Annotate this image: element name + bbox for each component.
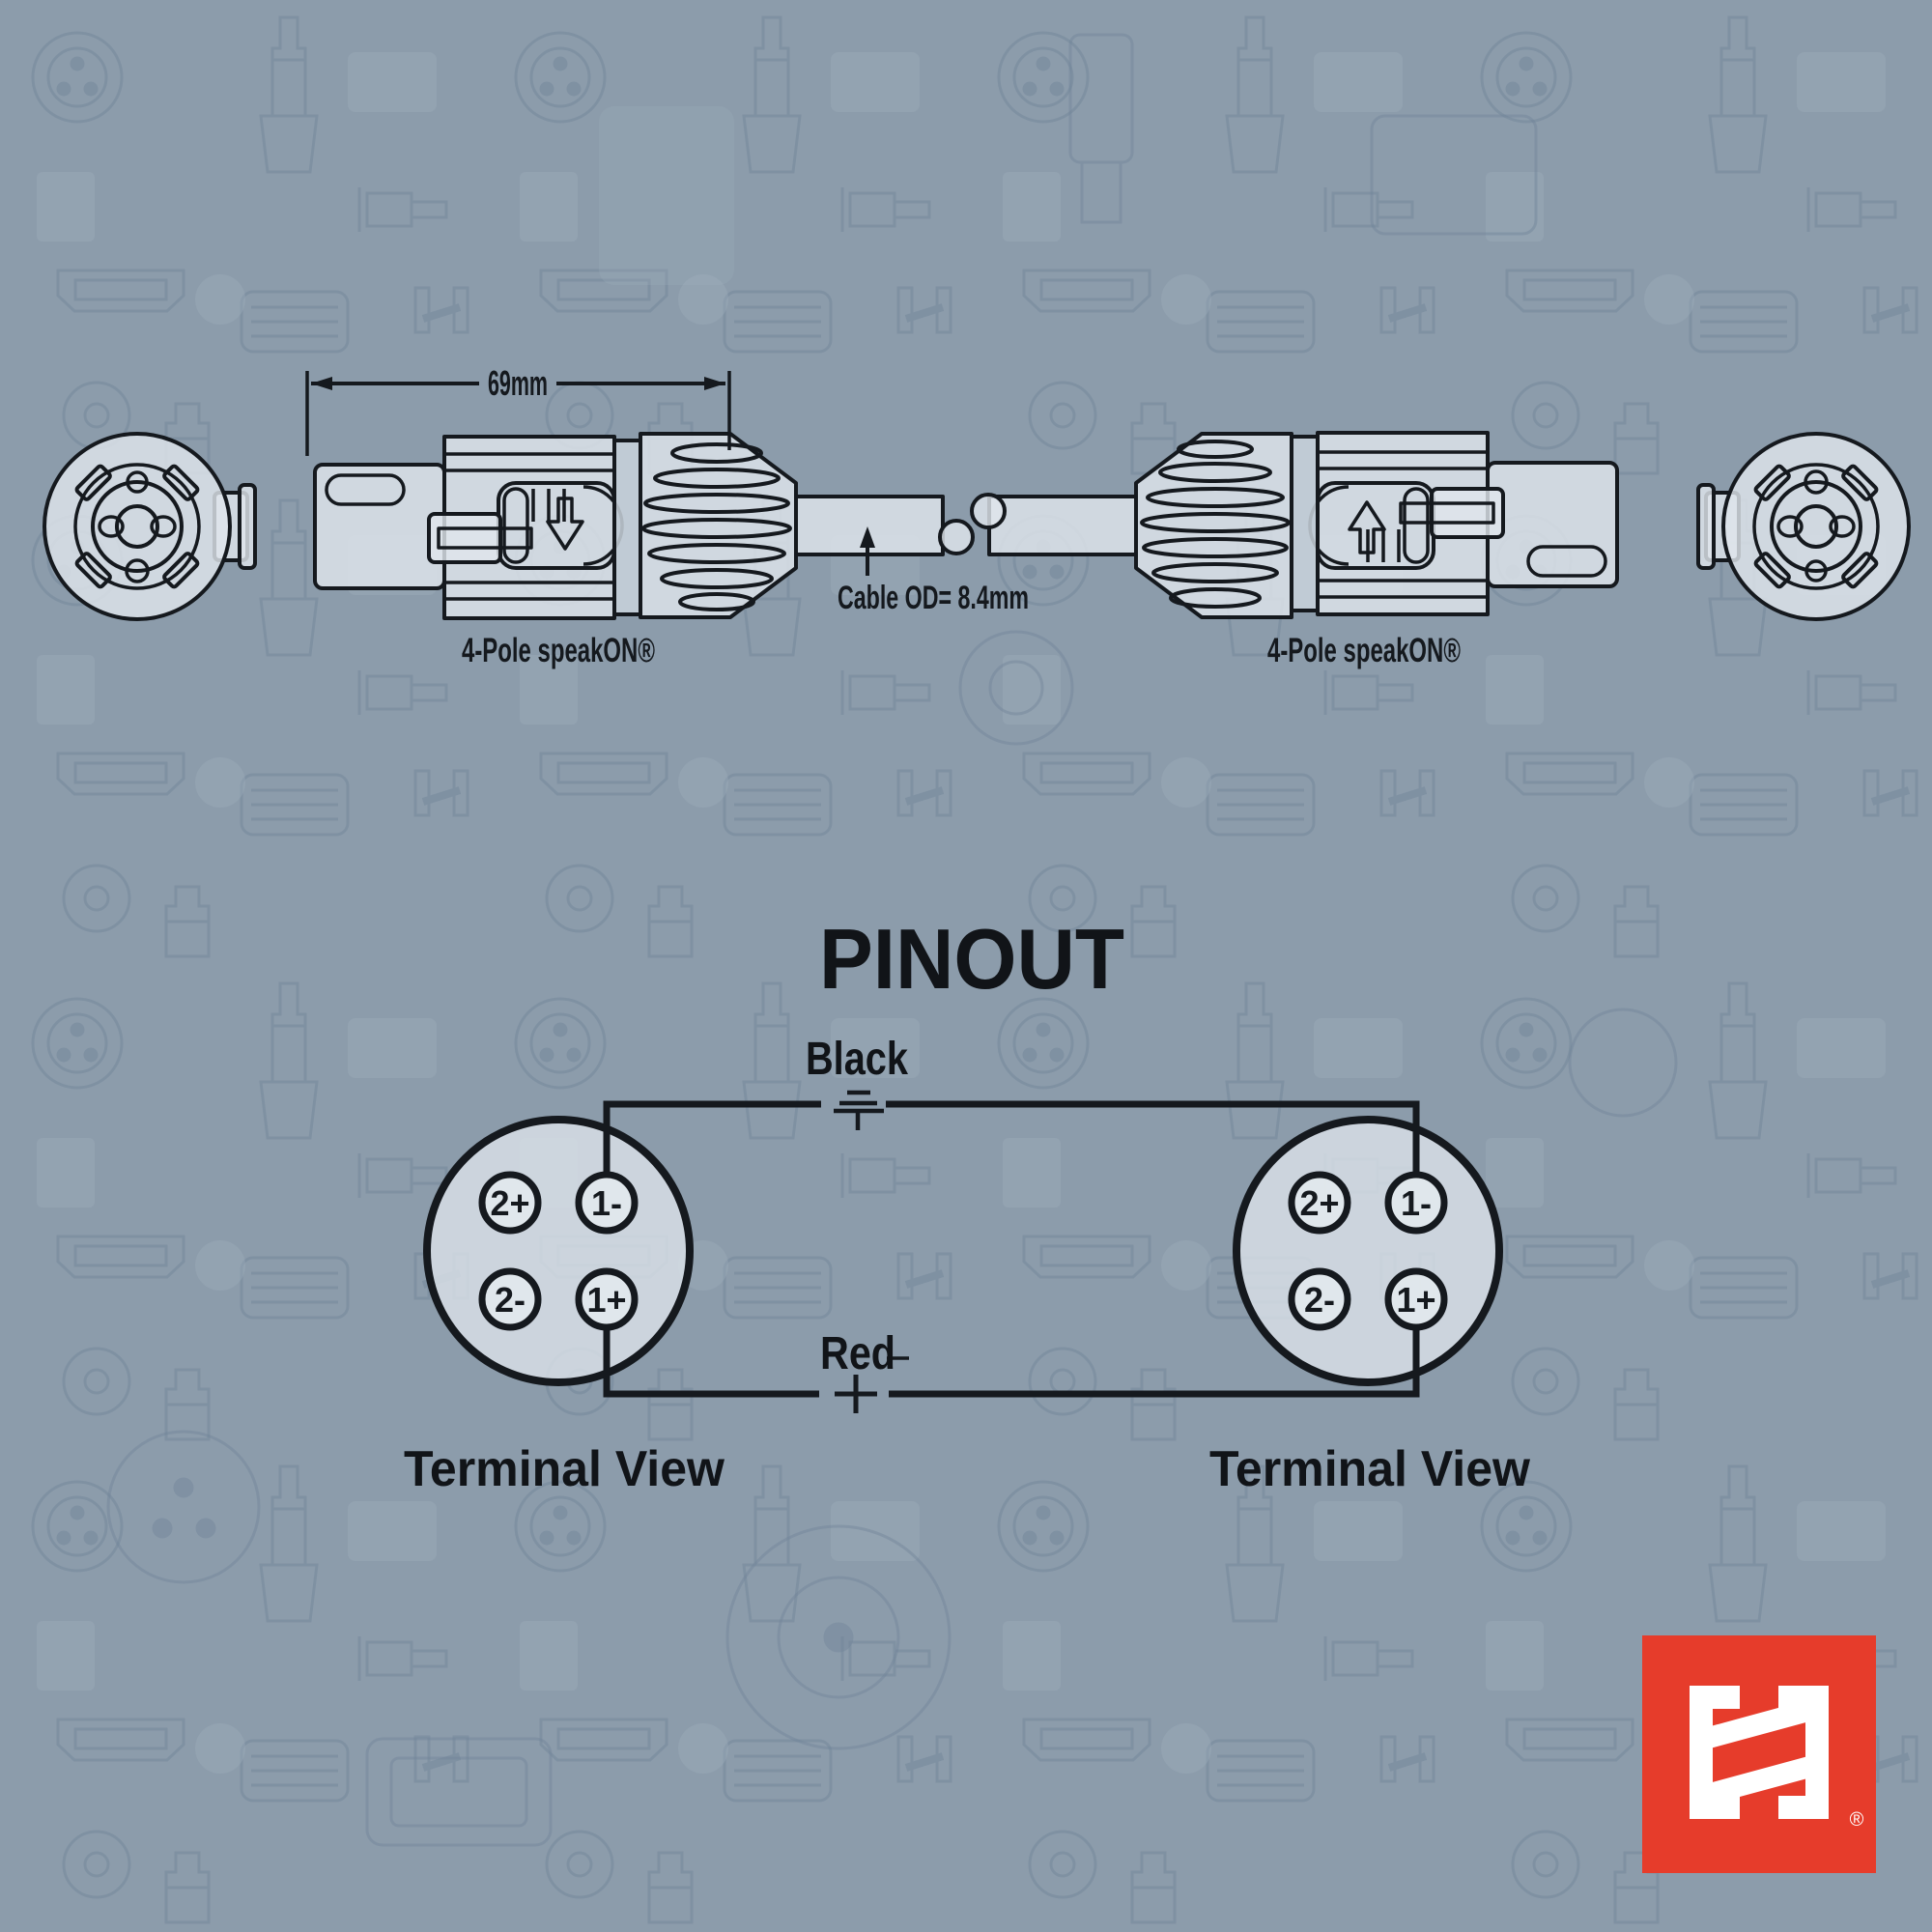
- registered-trademark: ®: [1850, 1809, 1864, 1831]
- cable-break-icon: [970, 493, 1007, 529]
- hosa-logo: ®: [1642, 1635, 1876, 1873]
- left-terminal-view: 2+ 1- 2- 1+ Terminal View: [404, 1171, 725, 1497]
- dimension-arrow-right-icon: [704, 377, 725, 390]
- right-terminal-caption: Terminal View: [1209, 1441, 1531, 1497]
- pinout-section: PINOUT Black Red: [404, 911, 1531, 1497]
- logo-background: [1642, 1635, 1876, 1873]
- cable-side-view-diagram: 69mm Cable OD= 8.4mm 4-Pole speakON® 4-P…: [43, 363, 1911, 669]
- latch-tab: [238, 483, 257, 570]
- pin-label: 1-: [591, 1183, 622, 1223]
- dimension-annotation: 69mm: [305, 363, 731, 456]
- cable-od-annotation: Cable OD= 8.4mm: [838, 526, 1029, 616]
- pin-1-plus: 1+: [575, 1267, 639, 1331]
- right-terminal-view: 2+ 1- 2- 1+ Terminal View: [1209, 1171, 1531, 1497]
- logo-upper-slash: [1694, 1701, 1815, 1749]
- pin-label: 1-: [1401, 1183, 1432, 1223]
- pin-1-minus: 1-: [575, 1171, 639, 1235]
- black-wire: [603, 1100, 1420, 1176]
- logo-lower-slash: [1703, 1755, 1824, 1804]
- red-wire-label: Red: [820, 1328, 895, 1379]
- latch-arrow-icon: [546, 497, 584, 551]
- left-terminal-circle: [423, 1116, 694, 1386]
- pin-2-minus: 2-: [478, 1267, 542, 1331]
- cable-od-label: Cable OD= 8.4mm: [838, 580, 1029, 616]
- left-terminal-caption: Terminal View: [404, 1441, 725, 1497]
- pin-label: 2+: [1299, 1183, 1339, 1223]
- pin-label: 2+: [490, 1183, 529, 1223]
- left-end-view-connector: [43, 432, 257, 621]
- right-terminal-circle: [1233, 1116, 1503, 1386]
- left-connector-side-view: [313, 432, 798, 620]
- background-large-shapes: [106, 33, 1678, 1847]
- pin-label: 1+: [1396, 1280, 1435, 1320]
- cable-break-icon: [938, 519, 975, 555]
- pin-label: 2-: [1304, 1280, 1335, 1320]
- connector-tip: [313, 463, 446, 590]
- pin-label: 2-: [495, 1280, 526, 1320]
- pin-1-minus: 1-: [1384, 1171, 1448, 1235]
- black-wire-label: Black: [806, 1034, 908, 1085]
- collar: [612, 439, 642, 616]
- plus-icon: [835, 1375, 877, 1413]
- pin-2-plus: 2+: [1288, 1171, 1351, 1235]
- right-connector-label: 4-Pole speakON®: [1267, 632, 1461, 669]
- pin-1-plus: 1+: [1384, 1267, 1448, 1331]
- pin-label: 1+: [586, 1280, 626, 1320]
- release-tab: [427, 512, 502, 564]
- cable-od-arrow-icon: [860, 526, 875, 548]
- logo-right-bracket: [1778, 1686, 1829, 1819]
- pinout-title: PINOUT: [819, 911, 1124, 1007]
- pin-2-plus: 2+: [478, 1171, 542, 1235]
- ground-icon: [834, 1090, 884, 1130]
- dimension-label: 69mm: [488, 363, 548, 403]
- dimension-arrow-left-icon: [311, 377, 332, 390]
- logo-left-bracket: [1690, 1686, 1740, 1819]
- pin-2-minus: 2-: [1288, 1267, 1351, 1331]
- left-connector-label: 4-Pole speakON®: [462, 632, 655, 669]
- red-wire: [603, 1326, 1420, 1398]
